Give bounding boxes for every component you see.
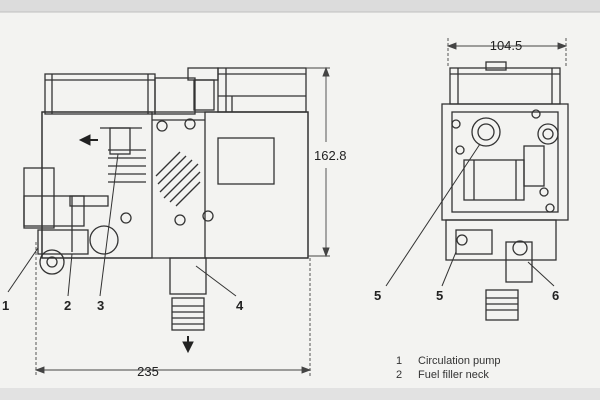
screw — [184, 118, 196, 130]
callout-4: 4 — [236, 298, 244, 313]
legend-item: 1 Circulation pump — [396, 354, 501, 368]
legend-text: Fuel filler neck — [418, 369, 489, 381]
exhaust-outlet — [169, 257, 207, 295]
callout-2: 2 — [64, 298, 71, 313]
front-panel — [204, 111, 309, 259]
legend-number: 1 — [396, 355, 403, 367]
front-lower-body — [445, 219, 557, 261]
main-body — [41, 111, 309, 259]
callout-5-b: 5 — [436, 288, 443, 303]
top-cap — [154, 77, 196, 115]
callout-3: 3 — [97, 298, 104, 313]
front-view — [441, 61, 569, 321]
callout-6: 6 — [552, 288, 559, 303]
circulation-pump — [39, 249, 65, 275]
front-pump-outlet — [505, 241, 533, 283]
side-panel — [41, 111, 153, 259]
legend-item: 2 Fuel filler neck — [396, 368, 501, 382]
legend-text: Circulation pump — [418, 355, 501, 367]
exhaust-pipe — [171, 297, 205, 331]
dimension-width-left: 235 — [137, 364, 159, 379]
screw — [156, 120, 168, 132]
legend-number: 2 — [396, 369, 403, 381]
side-grille — [108, 149, 146, 183]
front-exhaust-pipe — [485, 289, 519, 321]
leader-lines-right — [385, 143, 555, 287]
legend: 1 Circulation pump 2 Fuel filler neck — [396, 354, 501, 382]
dimension-lines — [34, 38, 568, 376]
main-port — [471, 117, 501, 147]
flow-arrows — [78, 134, 194, 354]
leader-lines-left — [7, 153, 237, 297]
screw — [174, 214, 186, 226]
callout-1: 1 — [2, 298, 9, 313]
side-port — [537, 123, 559, 145]
vent-slats — [155, 151, 201, 207]
screw — [202, 210, 214, 222]
dimension-height-left: 162.8 — [314, 148, 347, 163]
front-main-body — [441, 103, 569, 221]
screw — [120, 212, 132, 224]
display-window — [217, 137, 275, 185]
side-view — [23, 67, 309, 331]
dimension-width-right: 104.5 — [490, 38, 523, 53]
pump-block — [23, 167, 55, 229]
callout-5-a: 5 — [374, 288, 381, 303]
